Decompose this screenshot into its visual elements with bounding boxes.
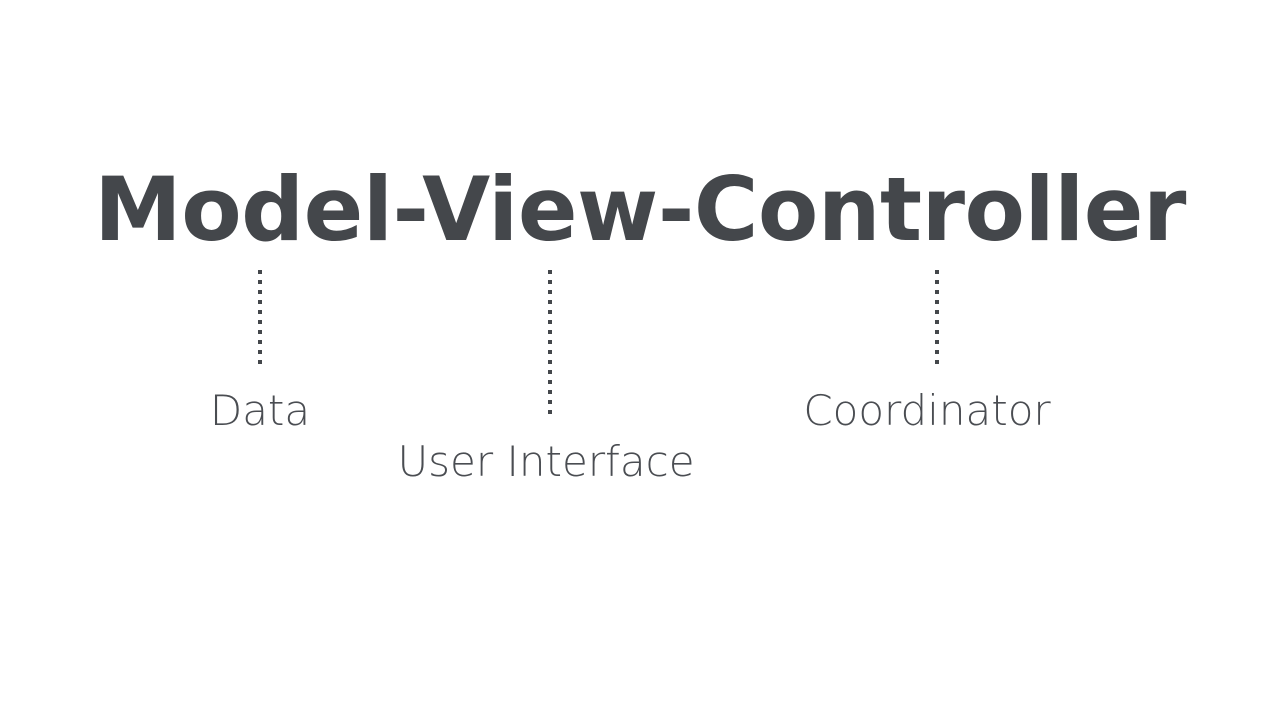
controller-connector-dotted-line [935,270,939,370]
page-title: Model-View-Controller [94,158,1186,261]
model-connector-dotted-line [258,270,262,370]
annotation-label-model: Data [209,386,311,435]
annotation-label-view: User Interface [397,437,695,486]
view-connector-dotted-line [548,270,552,420]
annotation-label-controller: Coordinator [803,386,1051,435]
